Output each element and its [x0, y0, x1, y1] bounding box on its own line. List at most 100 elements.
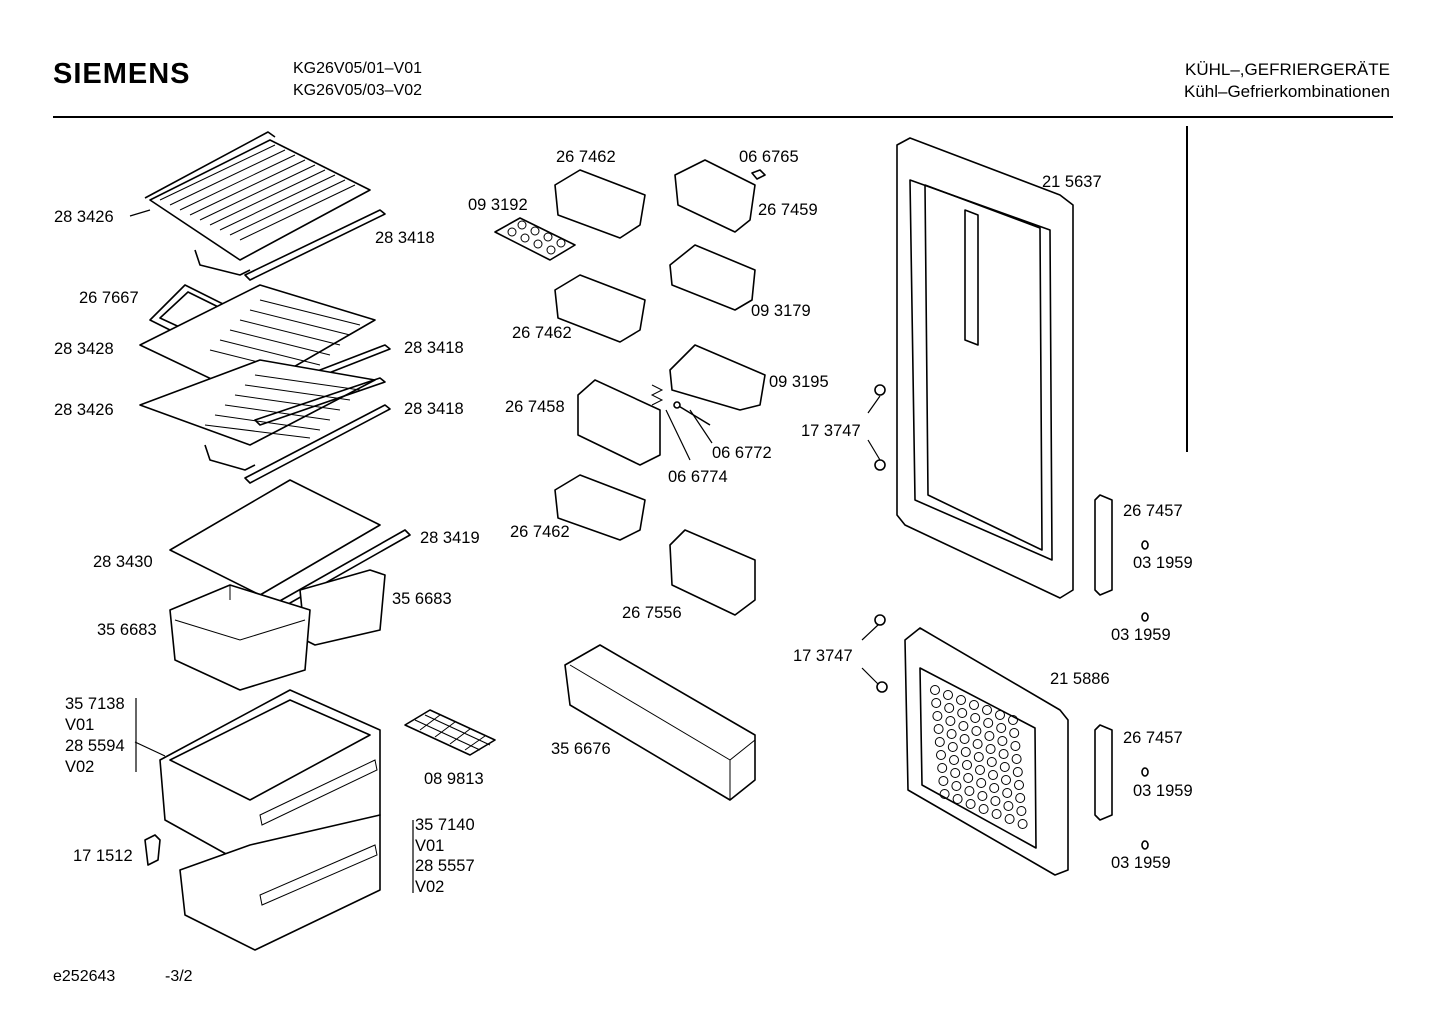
- vent-hole: [933, 724, 944, 734]
- vent-hole: [972, 739, 983, 749]
- part-label: 09 3192: [468, 196, 528, 214]
- vent-hole: [988, 770, 998, 780]
- door-bin: [554, 474, 646, 541]
- vegetable-crisper-lower: [179, 814, 381, 951]
- shelf-rail: [254, 377, 386, 426]
- cap: [1141, 767, 1149, 777]
- part-label: 03 1959: [1111, 854, 1171, 872]
- vent-hole: [973, 752, 984, 762]
- vent-hole: [958, 721, 969, 731]
- bottle-holder: [577, 379, 661, 466]
- vent-hole: [937, 763, 948, 773]
- vent-hole: [957, 708, 968, 718]
- part-label: 28 3418: [404, 400, 464, 418]
- part-label: 06 6765: [739, 148, 799, 166]
- vent-hole: [1014, 780, 1024, 790]
- part-label: 06 6774: [668, 468, 728, 486]
- part-label: 28 3418: [404, 339, 464, 357]
- leader-lines: [129, 209, 881, 893]
- part-label: 17 3747: [793, 647, 853, 665]
- vent-hole: [1011, 754, 1022, 764]
- part-label: 28 3418: [375, 229, 435, 247]
- hinge-screw: [874, 614, 886, 626]
- vent-hole: [1003, 801, 1014, 811]
- part-label: 28 3428: [54, 340, 114, 358]
- model-number-1: KG26V05/01–V01: [293, 60, 422, 77]
- vent-hole: [952, 794, 963, 804]
- hinge-screw: [876, 681, 888, 693]
- door-handle: [1094, 724, 1113, 821]
- vent-hole: [944, 703, 955, 713]
- vent-hole: [1010, 741, 1021, 751]
- vent-hole: [950, 768, 961, 778]
- vent-hole: [1015, 793, 1026, 803]
- hinge-screw: [874, 384, 886, 396]
- model-number-2: KG26V05/03–V02: [293, 82, 422, 99]
- part-label: 21 5637: [1042, 173, 1102, 191]
- part-label: 06 6772: [712, 444, 772, 462]
- drawer-small-right: [299, 569, 386, 646]
- vent-hole: [960, 747, 971, 757]
- vent-hole: [976, 778, 987, 788]
- part-label: 26 7667: [79, 289, 139, 307]
- vent-hole: [991, 809, 1002, 819]
- drawer-small-left: [169, 584, 311, 691]
- page-number: -3/2: [165, 968, 193, 985]
- vent-hole: [1009, 728, 1020, 738]
- door-handle: [1094, 494, 1113, 596]
- vent-hole: [997, 736, 1008, 746]
- shelf-wire-lower: [139, 359, 376, 471]
- part-label: 28 3430: [93, 553, 153, 571]
- fridge-door: [896, 137, 1074, 599]
- door-bin: [554, 169, 646, 239]
- part-labels: 28 3426 28 3418 26 7667 28 3428 28 3418 …: [54, 148, 1193, 896]
- vent-hole: [989, 783, 1000, 793]
- part-label: 17 3747: [801, 422, 861, 440]
- egg-tray: [494, 217, 576, 261]
- vent-hole: [990, 796, 1001, 806]
- part-label: 35 6676: [551, 740, 611, 758]
- shelf-rail: [244, 209, 386, 281]
- screw: [751, 169, 766, 180]
- part-label: 28 3426: [54, 208, 114, 226]
- cap: [1141, 612, 1149, 622]
- vent-hole: [983, 718, 994, 728]
- vent-hole: [951, 781, 962, 791]
- vent-hole: [962, 760, 972, 770]
- part-label: 03 1959: [1133, 554, 1193, 572]
- ice-tray: [404, 709, 496, 756]
- part-label: 35 7138: [65, 695, 125, 713]
- door-bin: [554, 274, 646, 343]
- vent-hole: [938, 776, 949, 786]
- part-label: V01: [65, 716, 94, 734]
- vent-hole: [963, 773, 974, 783]
- part-label: 28 3426: [54, 401, 114, 419]
- vent-hole: [985, 744, 996, 754]
- vent-hole: [930, 685, 940, 695]
- vent-hole: [969, 700, 979, 710]
- part-label: 08 9813: [424, 770, 484, 788]
- vent-hole: [949, 755, 959, 765]
- part-label: 21 5886: [1050, 670, 1110, 688]
- part-label: 26 7462: [556, 148, 616, 166]
- vent-hole: [931, 698, 942, 708]
- brand-logo: SIEMENS: [53, 58, 191, 90]
- vent-hole: [998, 749, 1009, 759]
- vent-hole: [1012, 767, 1023, 777]
- shelf-rail: [244, 404, 391, 484]
- vent-hole: [936, 750, 946, 760]
- vent-hole: [964, 786, 975, 796]
- door-bin: [669, 344, 766, 411]
- vent-hole: [1016, 806, 1027, 816]
- cap: [1141, 840, 1149, 850]
- part-label: 09 3179: [751, 302, 811, 320]
- part-label: 26 7462: [510, 523, 570, 541]
- part-label: 26 7457: [1123, 502, 1183, 520]
- part-label: 28 5557: [415, 857, 475, 875]
- part-label: 26 7459: [758, 201, 818, 219]
- document-id: e252643: [53, 968, 116, 985]
- cap: [1141, 540, 1149, 550]
- shelf-wire-top: [144, 131, 371, 276]
- category-title: KÜHL–,GEFRIERGERÄTE: [1185, 60, 1390, 79]
